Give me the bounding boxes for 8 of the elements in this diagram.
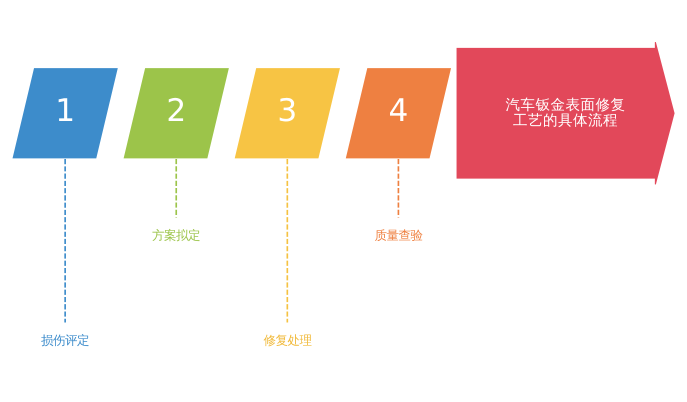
connector [286,158,288,322]
node-text: 方案拟定 [152,228,200,243]
connector [64,158,66,322]
node-text: 质量查验 [374,228,422,243]
connector [398,158,400,218]
node-text: 修复处理 [263,332,312,348]
connector [175,158,178,218]
node-text: 损伤评定 [41,332,90,348]
